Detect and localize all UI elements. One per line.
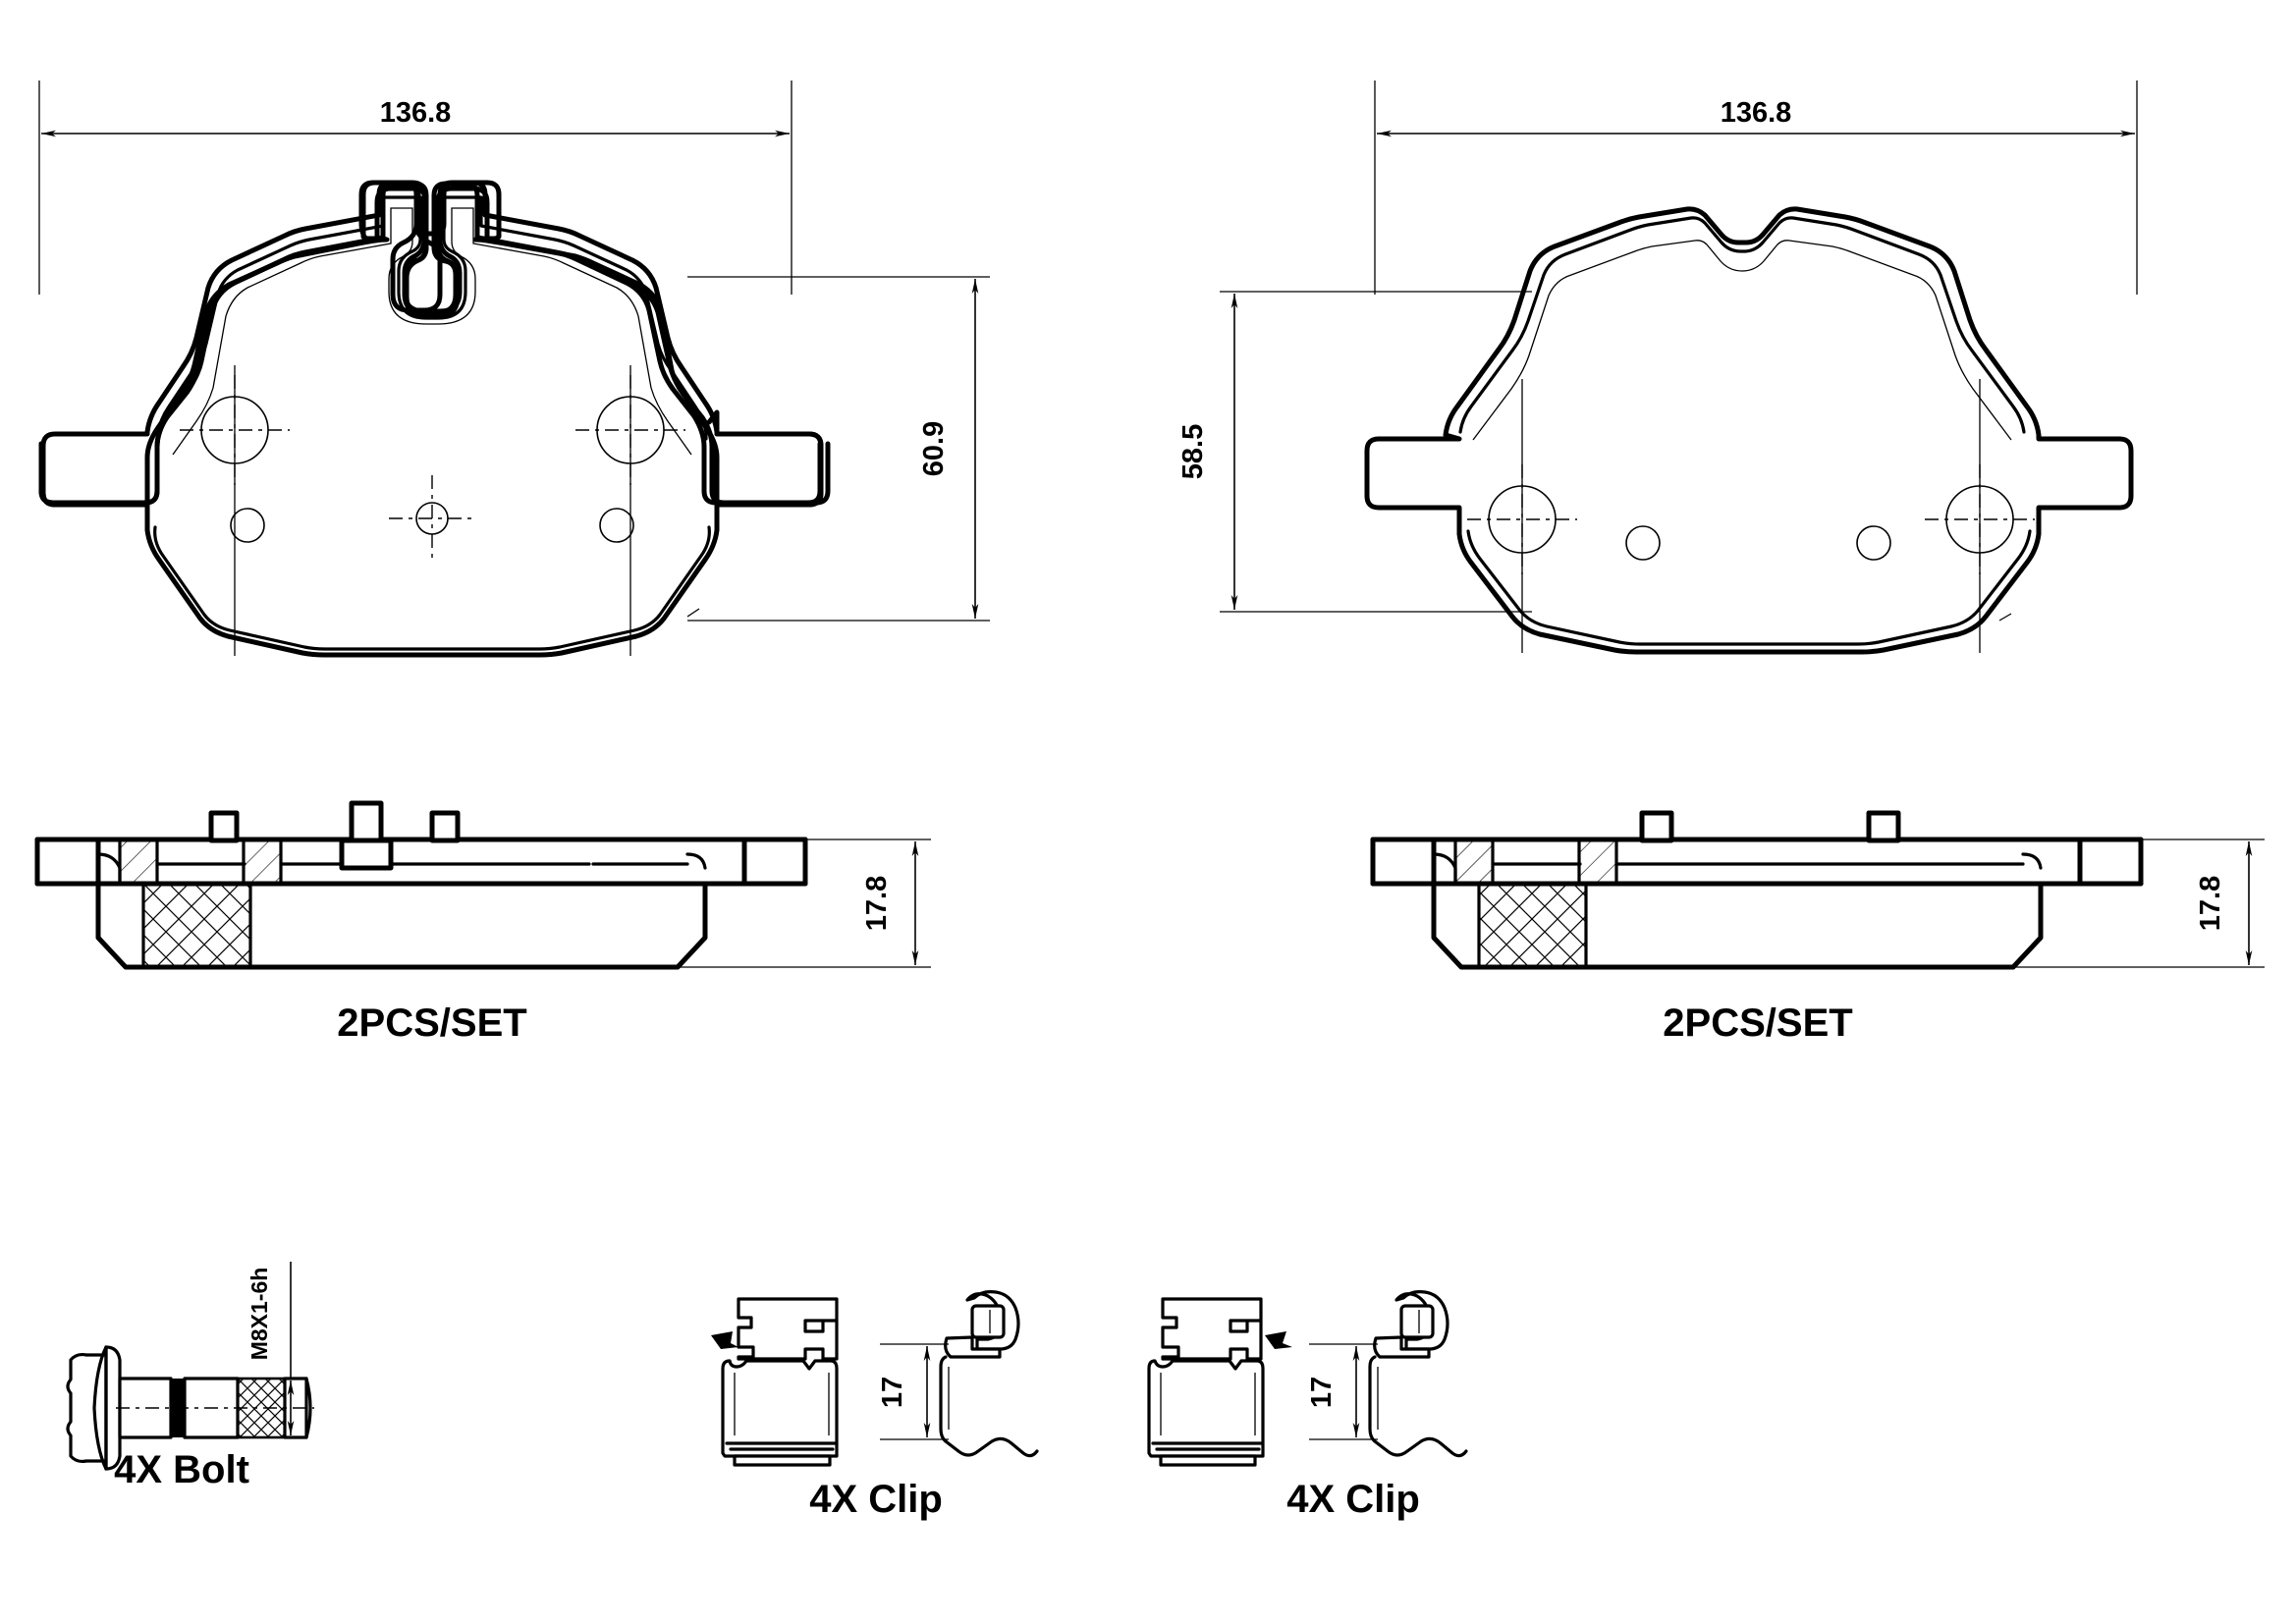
clip-a-plan [711,1297,839,1467]
right-pad-side-view: 17.8 2PCS/SET [1370,810,2265,1045]
right-pad-hole-upper-left [1467,464,1577,574]
clip-b-height-dimension: 17 [1306,1343,1378,1440]
right-width-value: 136.8 [1721,97,1792,129]
right-thickness-value: 17.8 [2195,876,2226,931]
clip-a-height-value: 17 [877,1377,908,1408]
right-pad-width-dimension: 136.8 [1374,81,2138,295]
right-thickness-dimension: 17.8 [2013,839,2265,968]
bolt-detail-view: M8X1-6h 4X Bolt [66,1262,314,1491]
left-width-value: 136.8 [380,97,452,129]
clip-a-height-dimension: 17 [877,1343,949,1440]
right-set-label: 2PCS/SET [1663,1001,1852,1045]
clip-a-side [939,1290,1039,1458]
left-pad-height-dimension: 60.9 [687,276,990,622]
clip-b-label: 4X Clip [1286,1478,1420,1521]
right-height-value: 58.5 [1177,424,1209,479]
right-pad-height-dimension: 58.5 [1177,291,1532,613]
right-pad-front-view [1364,206,2134,655]
left-pad-front-view [38,180,831,658]
right-pad-hole-upper-right [1925,464,2035,574]
bolt-thread-value: M8X1-6h [246,1268,272,1361]
clip-detail-view-b: 17 4X Clip [1147,1290,1468,1521]
bolt-thread-dimension: M8X1-6h [246,1262,302,1438]
left-thickness-dimension: 17.8 [678,839,931,968]
left-height-value: 60.9 [918,421,950,476]
left-pad-hole-small-right [599,508,634,543]
left-pad-width-dimension: 136.8 [38,81,793,295]
left-pad-side-view: 17.8 2PCS/SET [34,800,931,1045]
clip-a-label: 4X Clip [809,1478,943,1521]
left-pad-hole-small-left [230,508,265,543]
left-pad-hole-upper-left [180,375,290,485]
left-set-label: 2PCS/SET [337,1001,526,1045]
left-pad-center-mark [389,475,475,562]
clip-detail-view-a: 17 4X Clip [711,1290,1039,1521]
bolt-label: 4X Bolt [114,1448,249,1491]
clip-b-height-value: 17 [1306,1377,1338,1408]
left-pad-hole-upper-right [575,375,685,485]
right-pad-hole-small-left [1625,525,1661,561]
right-pad-hole-small-right [1856,525,1891,561]
clip-b-side [1368,1290,1468,1458]
clip-b-plan [1147,1297,1292,1467]
left-thickness-value: 17.8 [861,876,893,931]
